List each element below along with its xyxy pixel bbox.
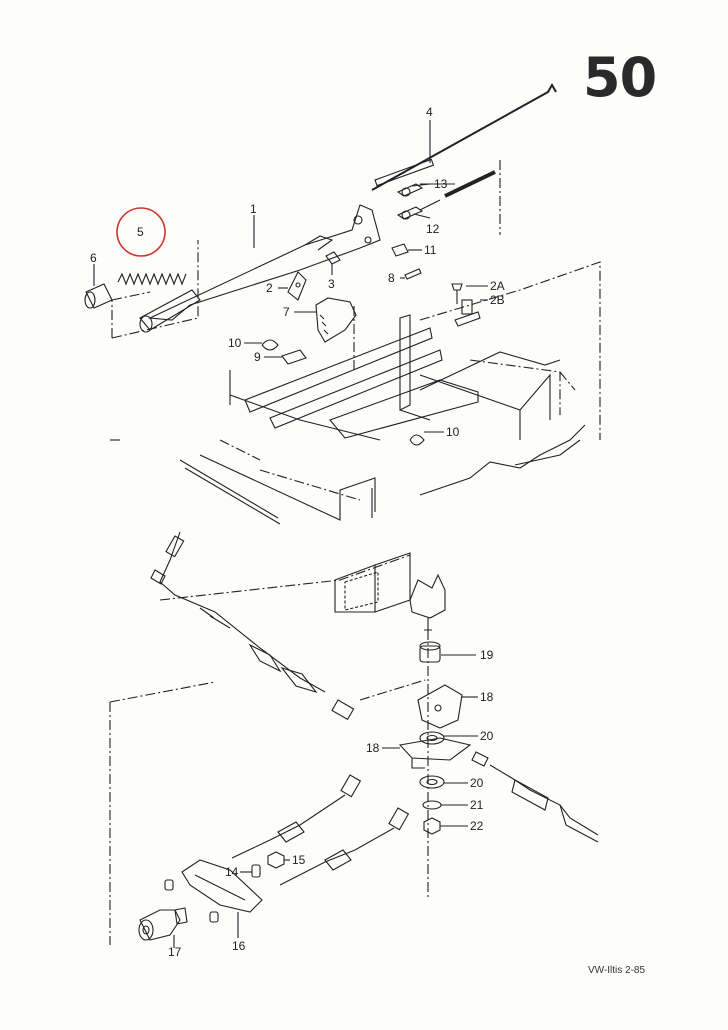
cable-equalizer-group [109, 531, 599, 948]
callout-labels: 1 2 2A 2B 3 4 5 6 7 8 9 10 10 11 12 13 1… [90, 105, 505, 959]
callout-2a: 2A [490, 279, 505, 293]
callout-4: 4 [426, 105, 433, 119]
floor-tunnel-group [110, 261, 601, 525]
callout-7: 7 [283, 305, 290, 319]
callout-22: 22 [470, 819, 484, 833]
callout-16: 16 [232, 939, 246, 953]
callout-13: 13 [434, 177, 448, 191]
callout-1: 1 [250, 202, 257, 216]
callout-11: 11 [424, 243, 437, 257]
callout-8: 8 [388, 271, 395, 285]
callout-3: 3 [328, 277, 335, 291]
callout-2: 2 [266, 281, 273, 295]
callout-6: 6 [90, 251, 97, 265]
callout-9: 9 [254, 350, 261, 364]
handbrake-lever-group [84, 82, 557, 372]
callout-5: 5 [137, 225, 144, 239]
page-number: 50 [583, 46, 657, 109]
callout-12: 12 [426, 222, 440, 236]
callout-10-lower: 10 [446, 425, 460, 439]
leader-lines [93, 183, 488, 873]
callout-20-lower: 20 [470, 776, 484, 790]
callout-2b: 2B [490, 293, 505, 307]
callout-15: 15 [292, 853, 306, 867]
callout-18-lower: 18 [366, 741, 380, 755]
callout-21: 21 [470, 798, 484, 812]
footer-reference: VW-Iltis 2-85 [588, 965, 646, 976]
callout-20-upper: 20 [480, 729, 494, 743]
callout-10-upper: 10 [228, 336, 242, 350]
callout-18-upper: 18 [480, 690, 494, 704]
callout-17: 17 [168, 945, 182, 959]
callout-19: 19 [480, 648, 494, 662]
highlight-circle [116, 207, 166, 257]
callout-14: 14 [225, 865, 239, 879]
